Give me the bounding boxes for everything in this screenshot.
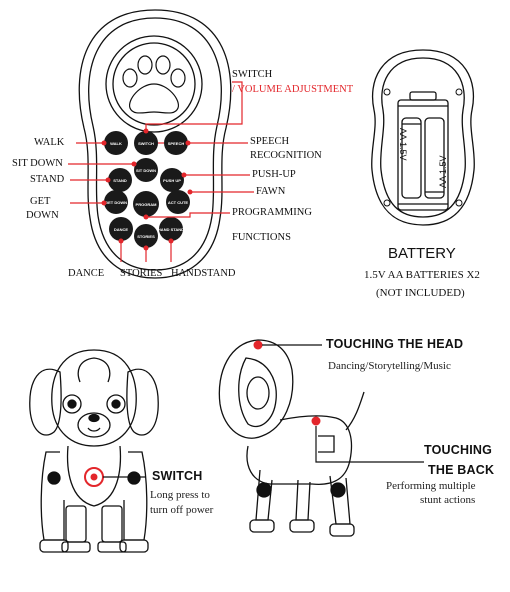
switch-button: SWITCH xyxy=(134,131,158,155)
svg-text:SIT DOWN: SIT DOWN xyxy=(136,168,156,173)
dog-side-body xyxy=(246,415,353,486)
battery-cell-left xyxy=(401,117,422,199)
remote-callout-dots xyxy=(101,128,193,251)
speech-button: SPEECH xyxy=(164,131,188,155)
push-up-button: PUSH UP xyxy=(160,168,184,192)
svg-text:PROGRAM: PROGRAM xyxy=(136,202,158,207)
callout-stories: STORIES xyxy=(120,268,163,279)
dog-side xyxy=(218,339,365,537)
handstand-button: HAND STAND xyxy=(158,217,184,241)
dog-front-nose xyxy=(88,413,100,423)
battery-screws xyxy=(383,88,463,207)
remote-outer-shell xyxy=(78,9,232,279)
dog-side-head xyxy=(218,339,294,439)
callout-programming: PROGRAMMING xyxy=(232,207,312,218)
paw-icon xyxy=(122,55,186,114)
callout-functions: FUNCTIONS xyxy=(232,232,291,243)
sit-down-button: SIT DOWN xyxy=(134,158,158,182)
switch-desc-line2: turn off power xyxy=(150,504,214,516)
callout-down: DOWN xyxy=(26,210,59,221)
touch-head-desc: Dancing/Storytelling/Music xyxy=(328,360,451,372)
dog-front xyxy=(29,349,159,553)
touch-back-desc-line1: Performing multiple xyxy=(386,480,476,492)
remote-buttons: WALK SWITCH SPEECH SIT DOWN STAND PUSH U… xyxy=(104,131,190,248)
touch-head-title: TOUCHING THE HEAD xyxy=(326,337,464,351)
paw-pad-ring-outer xyxy=(105,35,203,133)
stand-button: STAND xyxy=(108,168,132,192)
touch-back-desc-line2: stunt actions xyxy=(420,494,476,506)
touch-back-title-line2: THE BACK xyxy=(428,463,495,477)
svg-text:STAND: STAND xyxy=(113,178,127,183)
callout-get: GET xyxy=(30,196,51,207)
remote-callout-lines xyxy=(68,81,254,262)
get-down-button: GET DOWN xyxy=(104,190,128,214)
dog-front-body xyxy=(66,445,122,507)
dog-front-ear-right xyxy=(126,368,159,436)
dog-front-head xyxy=(51,349,137,447)
callout-dance: DANCE xyxy=(68,268,105,279)
svg-text:ACT CUTE: ACT CUTE xyxy=(168,200,189,205)
svg-text:SPEECH: SPEECH xyxy=(168,141,185,146)
dog-side-ear xyxy=(238,357,277,428)
dance-button: DANCE xyxy=(109,217,133,241)
walk-button: WALK xyxy=(104,131,128,155)
battery-note: (NOT INCLUDED) xyxy=(376,287,465,299)
dog-front-ear-left xyxy=(29,368,62,436)
callout-push-up: PUSH-UP xyxy=(252,169,296,180)
svg-text:DANCE: DANCE xyxy=(114,227,129,232)
callout-volume-adjustment: / VOLUME ADJUSTMENT xyxy=(232,84,354,95)
touch-back-title-line1: TOUCHING xyxy=(424,443,493,457)
dog-front-switch-callout xyxy=(84,467,146,487)
callout-switch: SWITCH xyxy=(232,69,273,80)
remote-inner-shell xyxy=(88,17,222,271)
battery-compartment xyxy=(371,49,475,226)
battery-title: BATTERY xyxy=(388,245,456,262)
battery-spec: 1.5V AA BATTERIES X2 xyxy=(364,269,480,281)
act-cute-button: ACT CUTE xyxy=(166,190,190,214)
svg-text:HAND STAND: HAND STAND xyxy=(158,227,184,232)
callout-sit-down: SIT DOWN xyxy=(12,158,63,169)
callout-speech: SPEECH xyxy=(250,136,290,147)
svg-text:STORIES: STORIES xyxy=(137,234,155,239)
remote-control xyxy=(78,9,232,279)
battery-cell-right-label: AA 1.5V xyxy=(438,155,448,188)
battery-cell-right xyxy=(424,117,445,199)
switch-title: SWITCH xyxy=(152,469,203,483)
callout-fawn: FAWN xyxy=(256,186,286,197)
callout-stand: STAND xyxy=(30,174,65,185)
svg-text:SWITCH: SWITCH xyxy=(138,141,154,146)
dog-side-tail xyxy=(345,391,365,431)
svg-text:GET DOWN: GET DOWN xyxy=(105,200,127,205)
svg-text:WALK: WALK xyxy=(110,141,122,146)
stories-button: STORIES xyxy=(134,224,158,248)
dog-side-head-callout xyxy=(253,340,322,350)
program-button: PROGRAM xyxy=(133,191,159,217)
paw-pad-ring-inner xyxy=(112,42,196,126)
battery-inner-shell xyxy=(379,57,467,218)
battery-cell-left-label: AA 1.5V xyxy=(398,128,408,161)
callout-handstand: HANDSTAND xyxy=(171,268,236,279)
dog-front-muzzle xyxy=(77,412,111,438)
callout-walk: WALK xyxy=(34,137,65,148)
callout-recognition: RECOGNITION xyxy=(250,150,322,161)
dog-side-back-callout xyxy=(311,416,424,463)
switch-desc-line1: Long press to xyxy=(150,489,210,501)
svg-text:PUSH UP: PUSH UP xyxy=(163,178,181,183)
battery-outer-shell xyxy=(371,49,475,226)
